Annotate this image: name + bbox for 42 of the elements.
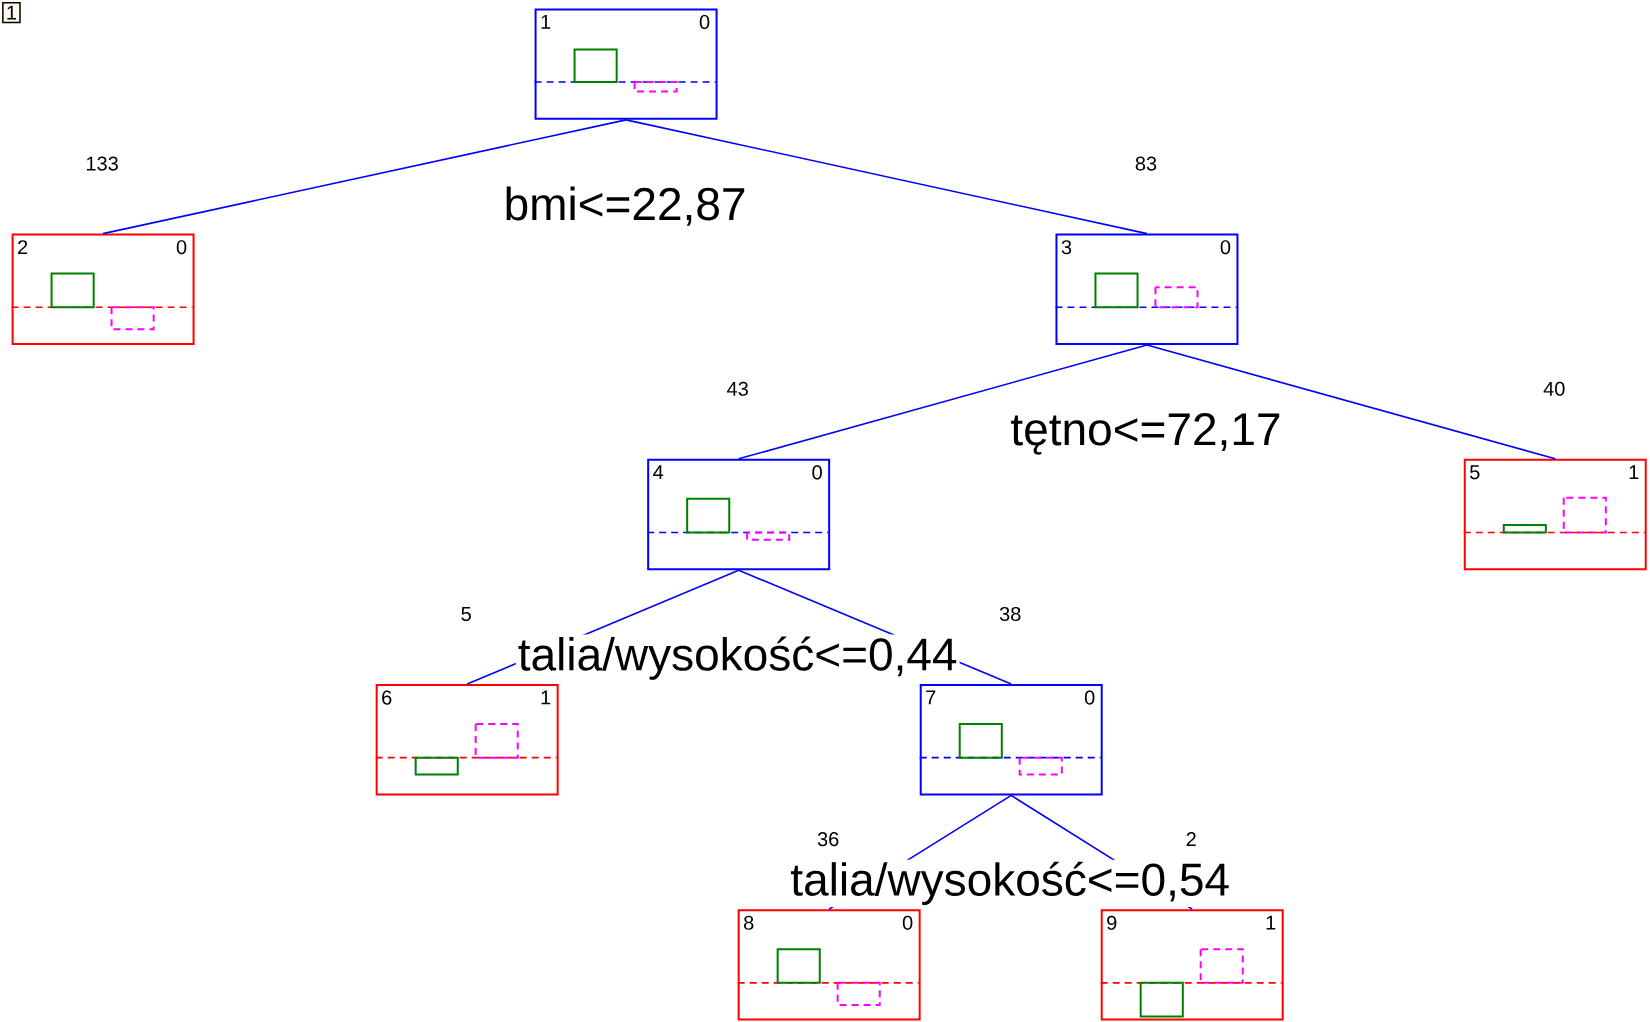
node-label: 0 [176,240,187,255]
node-label: 4 [653,465,664,480]
branch-line [1146,344,1557,460]
node-label: 1 [1266,915,1276,930]
sample-count: 38 [999,607,1021,622]
tree-node: 9 1 [1100,909,1284,1021]
sample-count: 40 [1543,381,1565,396]
sample-count: 36 [817,832,839,847]
node-label: 0 [699,15,710,30]
split-rule: bmi<=22,87 [501,184,749,228]
tree-node: 6 1 [375,684,559,796]
split-rule: tętno<=72,17 [1008,411,1284,457]
node-label: 0 [902,915,913,930]
node-label: 0 [1220,240,1231,255]
sample-count: 83 [1135,156,1157,171]
node-label: 1 [541,15,551,29]
sample-count: 43 [727,381,748,396]
node-label: 3 [1061,240,1072,255]
node-label: 6 [382,690,392,705]
branch-line [102,119,627,235]
sample-count: 133 [86,156,118,171]
tree-node: 2 0 [11,233,195,346]
branch-line [737,344,1148,460]
node-label: 5 [1470,465,1480,480]
tree-node: 8 0 [737,909,921,1021]
node-label: 0 [812,465,822,480]
node-label: 7 [926,690,936,705]
tree-node: 3 0 [1055,233,1239,346]
sample-count: 2 [1186,832,1196,847]
corner-tag: 1 [2,2,21,24]
node-label: 1 [1629,465,1639,480]
node-label: 2 [18,240,28,255]
node-label: 0 [1084,690,1095,705]
node-label: 9 [1107,915,1117,930]
tree-node: 4 0 [647,458,831,571]
branch-line [625,119,1148,235]
tree-node: 7 0 [919,684,1103,796]
tree-node: 1 0 [534,8,718,120]
tree-node: 5 1 [1463,458,1647,571]
node-label: 1 [541,690,551,705]
node-label: 8 [744,915,754,930]
sample-count: 5 [461,607,471,622]
